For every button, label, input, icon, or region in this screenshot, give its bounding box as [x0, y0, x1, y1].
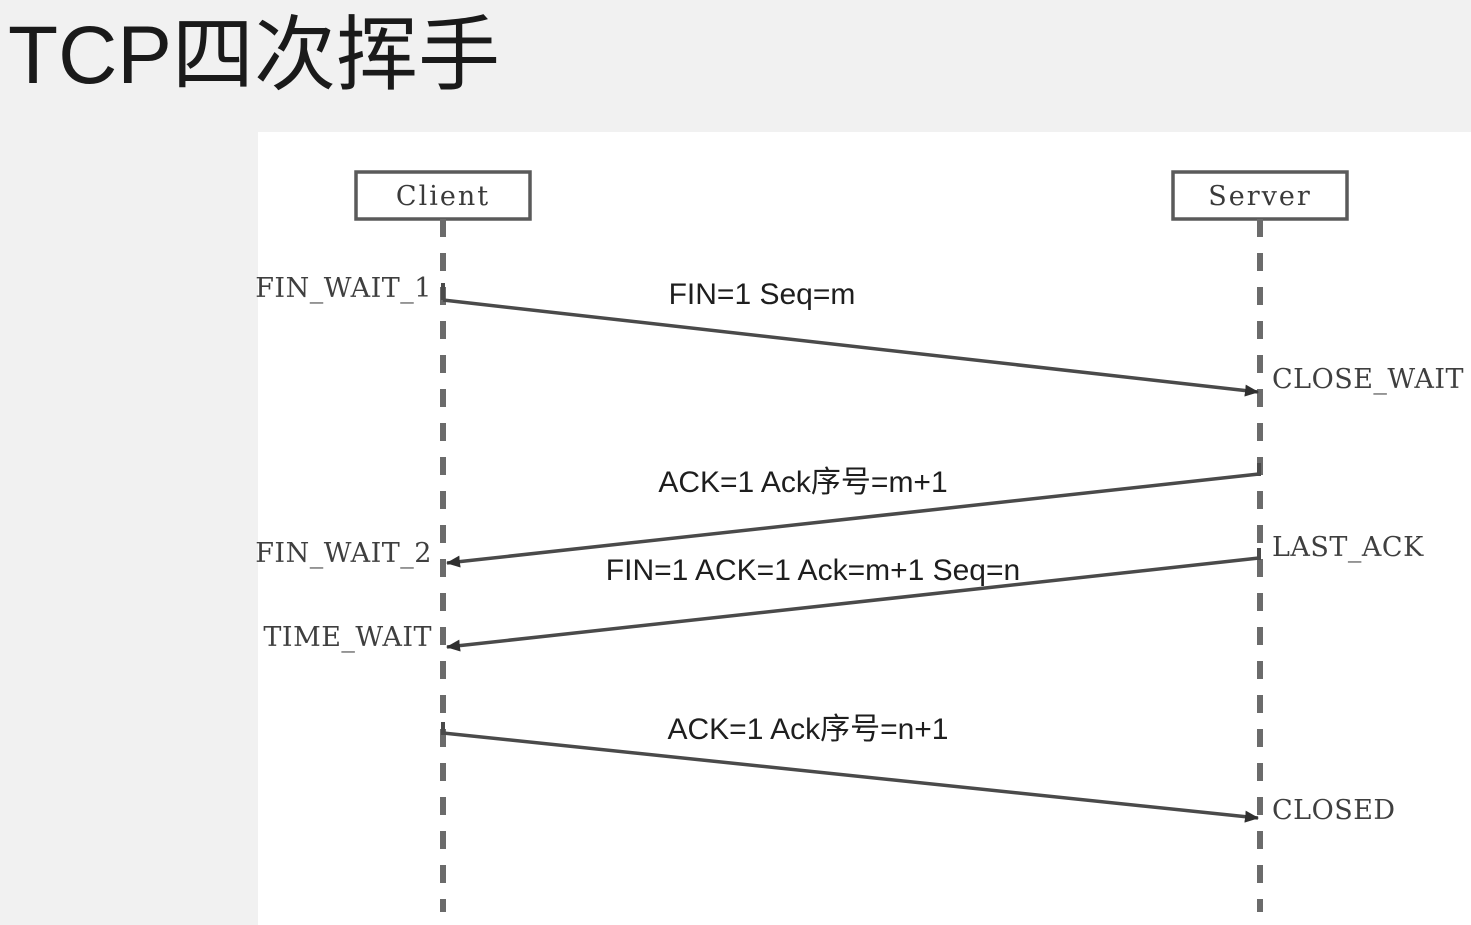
server-state-close-wait: CLOSE_WAIT — [1272, 364, 1464, 395]
message-2-arrow — [446, 472, 1260, 568]
message-1-label: FIN=1 Seq=m — [669, 278, 856, 311]
lifeline-header-server: Server — [1171, 170, 1349, 221]
message-4-arrow — [442, 731, 1259, 823]
server-box — [1171, 170, 1349, 221]
server-state-last-ack: LAST_ACK — [1272, 532, 1424, 563]
lifeline-header-client: Client — [354, 170, 532, 221]
message-1-arrow — [442, 298, 1259, 397]
slide-background-top — [0, 0, 1471, 132]
message-4-label: ACK=1 Ack序号=n+1 — [668, 713, 949, 746]
client-state-time-wait: TIME_WAIT — [263, 622, 432, 653]
message-2: ACK=1 Ack序号=m+1 — [446, 463, 1261, 568]
client-box-label: Client — [396, 181, 490, 212]
message-1: FIN=1 Seq=m — [441, 278, 1259, 397]
client-state-fin-wait-2: FIN_WAIT_2 — [255, 538, 432, 569]
message-4: ACK=1 Ack序号=n+1 — [441, 713, 1259, 823]
client-state-fin-wait-1: FIN_WAIT_1 — [255, 273, 432, 304]
client-box — [354, 170, 532, 221]
message-3-arrow — [446, 556, 1260, 652]
slide-background-left — [0, 132, 258, 925]
page-title: TCP四次挥手 — [8, 10, 501, 101]
message-3: FIN=1 ACK=1 Ack=m+1 Seq=n — [446, 548, 1261, 652]
diagram-canvas — [258, 132, 1471, 925]
message-2-label: ACK=1 Ack序号=m+1 — [658, 466, 947, 499]
message-3-label: FIN=1 ACK=1 Ack=m+1 Seq=n — [606, 554, 1020, 587]
server-box-label: Server — [1208, 181, 1312, 212]
server-state-closed: CLOSED — [1272, 795, 1396, 826]
